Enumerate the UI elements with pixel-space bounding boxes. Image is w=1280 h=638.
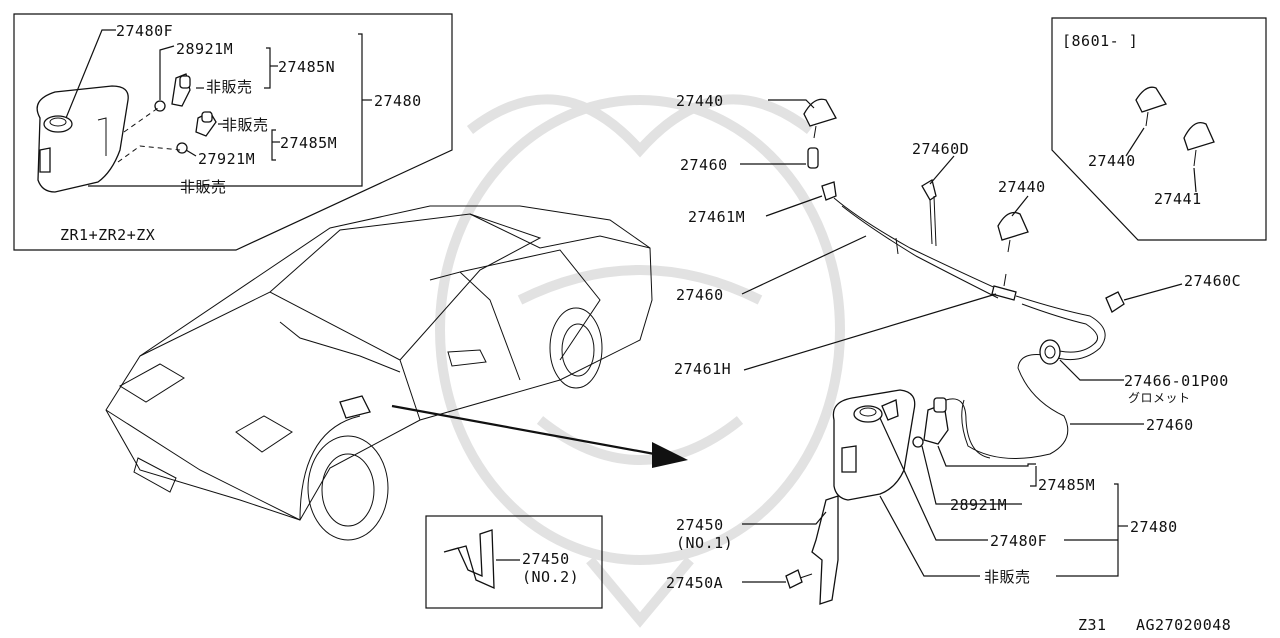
footer-model: Z31 [1078,616,1107,634]
label-27440-8601: 27440 [1088,152,1136,170]
label-hanbai-main: 非販売 [984,568,1031,586]
label-27485M-inset: 27485M [280,134,337,152]
label-27450: 27450 [676,516,724,534]
label-27480F: 27480F [990,532,1047,550]
inset-zr-models: 27480F 28921M 非販売 27485N 27480 非販売 27485… [13,13,453,251]
t-joint-icon [991,285,1017,301]
label-models: ZR1+ZR2+ZX [60,226,155,244]
label-28921M-inset: 28921M [176,40,233,58]
label-hanbai-2: 非販売 [222,116,269,134]
label-hanbai-1: 非販売 [206,78,253,96]
main-assembly: 27440 27460 27461M 27460D 27440 27460 27… [666,92,1241,605]
grommet-icon-2 [176,142,188,154]
label-27461M: 27461M [688,208,745,226]
inset-bracket: 27450 (NO.2) [425,515,603,609]
label-27466: 27466-01P00 [1124,372,1229,390]
label-27450A: 27450A [666,574,723,592]
label-27441: 27441 [1154,190,1202,208]
label-27450-inset: 27450 [522,550,570,568]
hose-clip-icon [921,178,937,201]
footer: Z31 AG27020048 [1078,616,1231,634]
label-27461H: 27461H [674,360,731,378]
label-28921M: 28921M [950,496,1007,514]
label-27460-tank: 27460 [1146,416,1194,434]
label-27460D: 27460D [912,140,969,158]
watermark-emblem [435,94,845,628]
bracket-icon [443,529,495,590]
washer-nozzle-right-icon [997,211,1029,241]
label-27480-inset: 27480 [374,92,422,110]
bolt-icon [785,569,803,589]
label-27460-short: 27460 [680,156,728,174]
car-outline [105,205,653,541]
label-27480: 27480 [1130,518,1178,536]
label-27440-right: 27440 [998,178,1046,196]
grommet-28921M-icon [912,436,924,448]
washer-tank-icon [36,85,129,193]
washer-nozzle-icon-2 [1183,121,1215,151]
label-27480F-inset: 27480F [116,22,173,40]
label-27485N: 27485N [278,58,335,76]
label-27440-left: 27440 [676,92,724,110]
footer-code: AG27020048 [1136,616,1231,634]
label-27460C: 27460C [1184,272,1241,290]
label-no1: (NO.1) [676,534,733,552]
washer-nozzle-icon [1135,86,1167,113]
location-arrow [391,404,688,468]
bracket-main-icon [811,495,839,605]
label-no2: (NO.2) [522,568,579,586]
inset-8601: [8601- ] 27440 27441 [1051,17,1267,241]
label-27485M: 27485M [1038,476,1095,494]
label-27460-hose: 27460 [676,286,724,304]
grommet-main-icon [1039,339,1061,365]
label-hanbai-3: 非販売 [180,178,227,196]
label-grommet: グロメット [1128,391,1191,405]
clip-27460C-icon [1105,291,1125,313]
label-date-range: [8601- ] [1062,32,1138,50]
label-27921M: 27921M [198,150,255,168]
